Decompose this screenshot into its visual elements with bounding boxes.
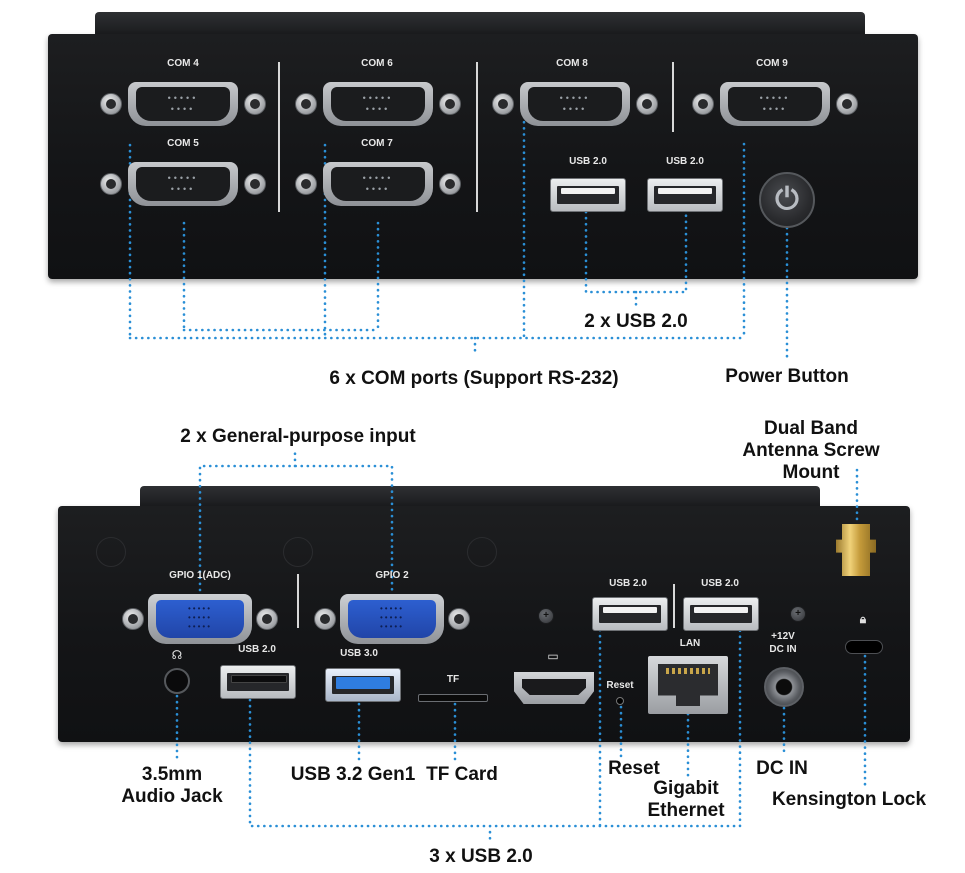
callout-usb-top: 2 x USB 2.0: [584, 311, 688, 332]
usb3-port: [325, 668, 401, 702]
chassis-mark: [96, 537, 126, 567]
usb3-label: USB 3.0: [340, 648, 378, 659]
callout-tf-card: TF Card: [426, 764, 498, 785]
callout-power-button: Power Button: [725, 366, 849, 387]
callout-reset: Reset: [608, 758, 660, 779]
usb2-port-top-right: [647, 178, 723, 212]
com5-port: •••••••••: [98, 158, 268, 210]
antenna-mount: [836, 524, 876, 576]
callout-usb-bottom: 3 x USB 2.0: [429, 846, 533, 867]
usb2-port-bottom-left: [220, 665, 296, 699]
usb2-port-bottom-right: [683, 597, 759, 631]
tf-label: TF: [446, 674, 460, 685]
reset-hole: [616, 697, 624, 705]
callout-usb32: USB 3.2 Gen1: [290, 764, 416, 785]
screw-icon: +: [790, 606, 806, 622]
chassis-mark: [283, 537, 313, 567]
callout-kensington: Kensington Lock: [771, 789, 927, 810]
com9-label: COM 9: [756, 58, 788, 69]
reset-label: Reset: [606, 680, 634, 691]
dc-in-label: DC IN: [769, 644, 797, 655]
com6-port: •••••••••: [293, 78, 463, 130]
callout-dc-in: DC IN: [756, 758, 808, 779]
screw-icon: +: [538, 608, 554, 624]
gpio1-label: GPIO 1(ADC): [169, 570, 231, 581]
com8-port: •••••••••: [490, 78, 660, 130]
power-button: ⏻: [759, 172, 815, 228]
usb-label: USB 2.0: [569, 156, 607, 167]
kensington-slot: [845, 640, 883, 654]
lan-label: LAN: [679, 638, 701, 649]
callout-ethernet: Gigabit Ethernet: [647, 778, 725, 821]
hdmi-port: [514, 672, 594, 704]
headphone-icon: ☊: [171, 648, 183, 662]
callout-antenna: Dual Band Antenna Screw Mount: [742, 418, 880, 483]
rear-panel-top: [48, 34, 918, 279]
usb-label: USB 2.0: [701, 578, 739, 589]
gpio2-port: •••••••••••••••: [312, 591, 472, 647]
audio-jack: [164, 668, 190, 694]
com8-label: COM 8: [556, 58, 588, 69]
com9-port: •••••••••: [690, 78, 860, 130]
ethernet-port: [648, 656, 728, 714]
com5-label: COM 5: [167, 138, 199, 149]
panel-divider: [476, 62, 478, 212]
lock-icon: 🔒︎: [859, 612, 867, 626]
dc-in-jack: [764, 667, 804, 707]
usb2-port-bottom-middle: [592, 597, 668, 631]
usb-label: USB 2.0: [238, 644, 276, 655]
com7-port: •••••••••: [293, 158, 463, 210]
callout-gpio: 2 x General-purpose input: [180, 426, 416, 447]
panel-divider: [673, 584, 675, 628]
chassis-top-lid: [95, 12, 865, 36]
usb-label: USB 2.0: [666, 156, 704, 167]
panel-divider: [672, 62, 674, 132]
power-icon: ⏻: [775, 183, 799, 216]
com7-label: COM 7: [361, 138, 393, 149]
panel-divider: [297, 574, 299, 628]
callout-audio-jack: 3.5mm Audio Jack: [121, 764, 223, 807]
com4-label: COM 4: [167, 58, 199, 69]
callout-com-ports: 6 x COM ports (Support RS-232): [329, 368, 619, 389]
gpio2-label: GPIO 2: [375, 570, 409, 581]
tf-card-slot: [418, 694, 488, 702]
com6-label: COM 6: [361, 58, 393, 69]
dc-voltage-label: +12V: [771, 631, 795, 642]
chassis-bottom-lid: [140, 486, 820, 508]
panel-divider: [278, 62, 280, 212]
gpio1-port: •••••••••••••••: [120, 591, 280, 647]
chassis-mark: [467, 537, 497, 567]
com4-port: •••••••••: [98, 78, 268, 130]
usb-label: USB 2.0: [609, 578, 647, 589]
usb2-port-top-left: [550, 178, 626, 212]
hdmi-icon: ▭: [547, 649, 559, 663]
